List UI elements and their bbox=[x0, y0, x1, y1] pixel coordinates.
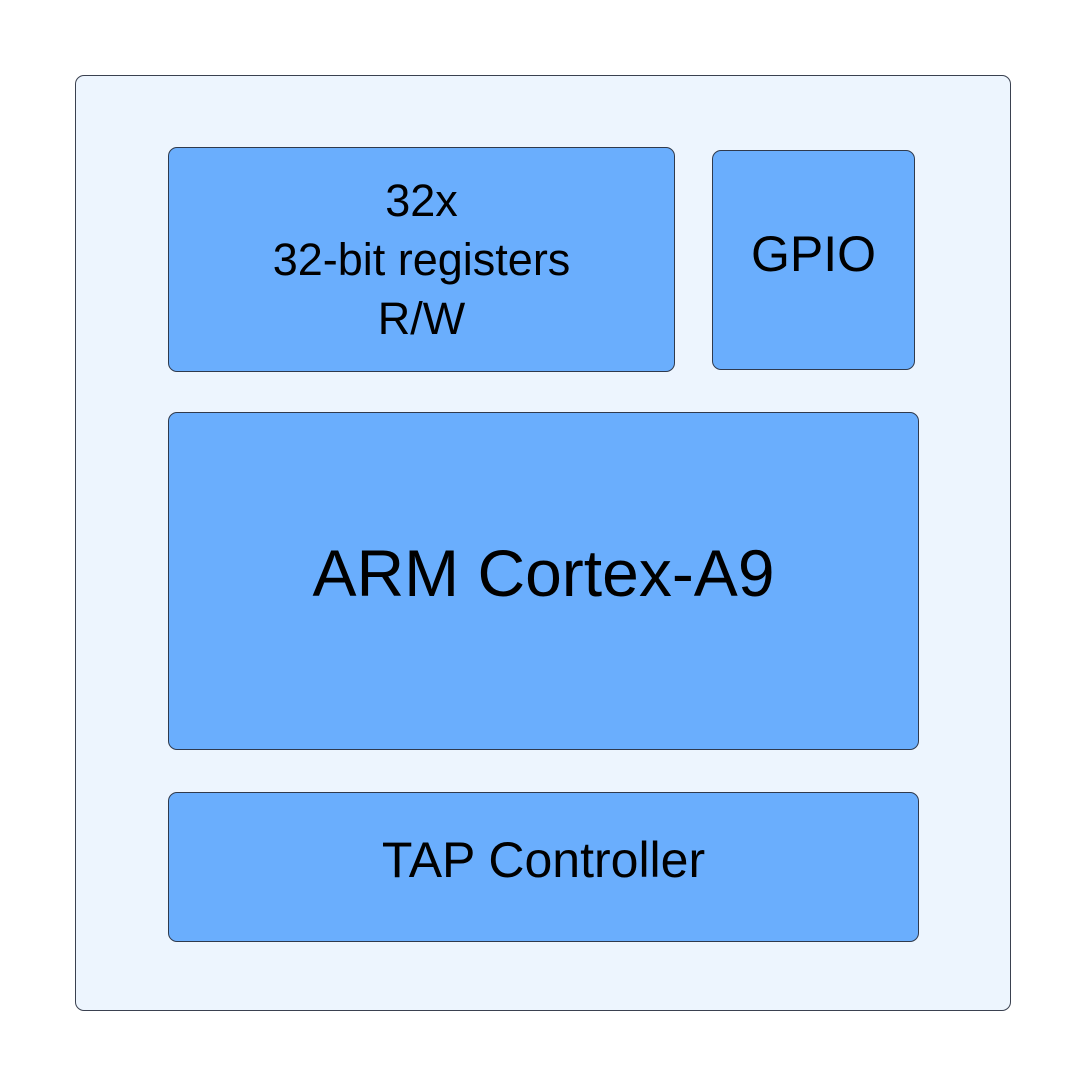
cpu-block: ARM Cortex-A9 bbox=[168, 412, 919, 750]
registers-width: 32-bit registers bbox=[272, 234, 571, 285]
gpio-block: GPIO bbox=[712, 150, 915, 370]
registers-count: 32x bbox=[385, 175, 458, 226]
cpu-label: ARM Cortex-A9 bbox=[312, 536, 775, 610]
registers-block: 32x 32-bit registers R/W bbox=[168, 147, 675, 372]
gpio-label: GPIO bbox=[750, 226, 877, 282]
tap-controller-label: TAP Controller bbox=[381, 832, 706, 888]
tap-controller-block: TAP Controller bbox=[168, 792, 919, 942]
registers-access: R/W bbox=[377, 293, 466, 344]
